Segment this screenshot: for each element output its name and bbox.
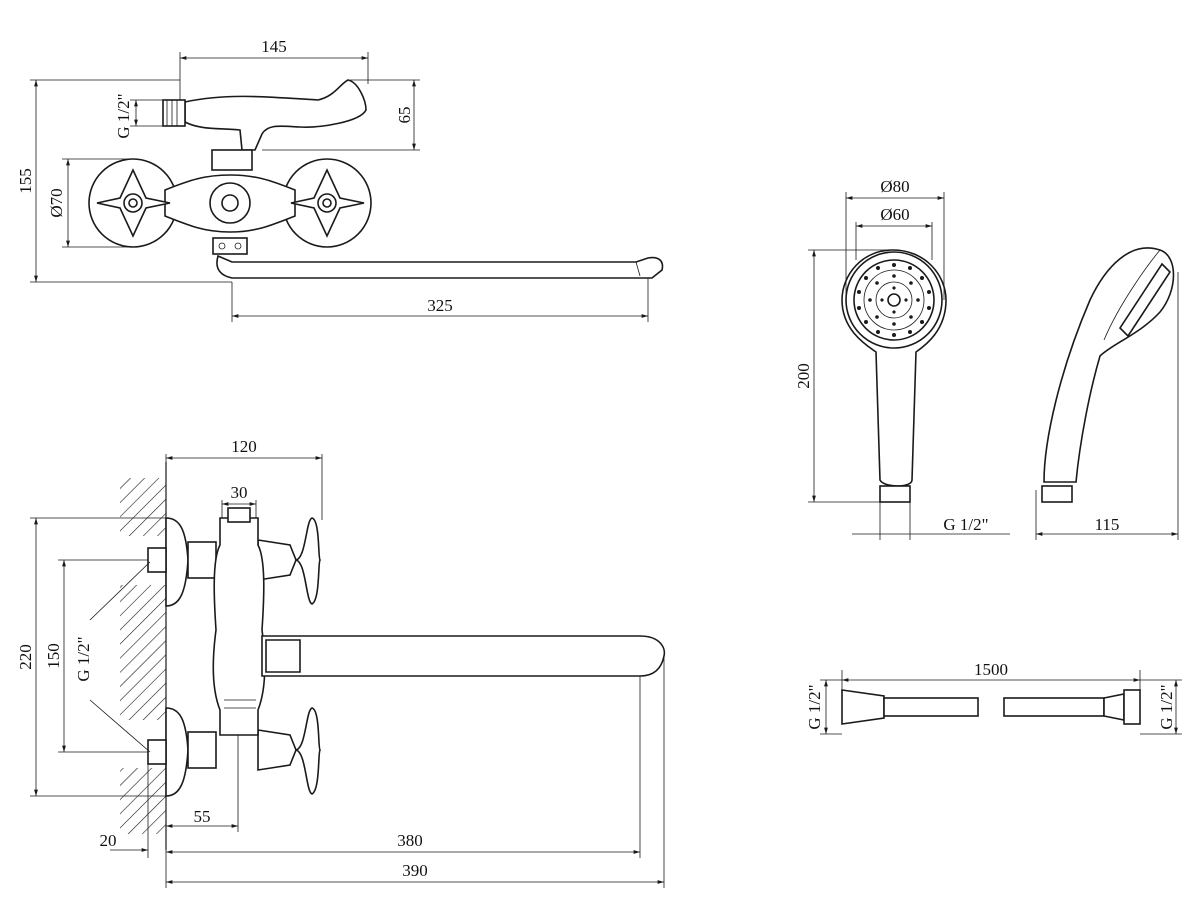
- shower-head-side: 115: [1035, 247, 1179, 540]
- hose-right-segment: [1003, 697, 1105, 717]
- dim-shower-side-width: 115: [1095, 515, 1120, 534]
- hose-right-nut: [1123, 689, 1141, 725]
- dim-hose-thread-left: G 1/2": [805, 684, 824, 729]
- shower-head-thread: [879, 485, 911, 503]
- dim-front-spout-length: 325: [427, 296, 453, 315]
- lower-inlet: [147, 739, 167, 765]
- dim-hose-length: 1500: [974, 660, 1008, 679]
- spray-nozzles: [857, 263, 931, 337]
- dim-front-width: 145: [261, 37, 287, 56]
- hose-left-segment: [883, 697, 979, 717]
- dim-side-inlet-thread: G 1/2": [74, 636, 93, 681]
- lever-handle: [184, 79, 367, 151]
- dim-side-wall-offset: 20: [100, 831, 117, 850]
- valve-column: [211, 149, 253, 171]
- left-cross-handle: [96, 168, 171, 238]
- dim-front-disk-diameter: Ø70: [47, 188, 66, 217]
- upper-wall-flange: [165, 517, 189, 607]
- wall-hatch-middle: [120, 585, 166, 720]
- dim-side-overall-reach: 390: [402, 861, 428, 880]
- dim-hose-thread-right: G 1/2": [1157, 684, 1176, 729]
- side-view: 120 30 220 150 G 1/2" 55 20 380 390: [16, 437, 666, 888]
- hose-left-nut: [841, 689, 885, 725]
- side-nozzle-ridge: [1118, 262, 1172, 338]
- dim-side-spout-reach: 380: [397, 831, 423, 850]
- mixer-body-side: [212, 517, 266, 736]
- lower-side-handle: [295, 707, 322, 795]
- upper-side-handle: [295, 517, 322, 605]
- dim-shower-length: 200: [794, 363, 813, 389]
- inlet-stub: [162, 99, 186, 127]
- dim-shower-thread: G 1/2": [943, 515, 988, 534]
- dim-side-total-height: 220: [16, 644, 35, 670]
- upper-inlet: [147, 547, 167, 573]
- front-view: 145 65 155 Ø70 G 1/2" 325: [16, 37, 664, 322]
- shower-head-front: Ø80 Ø60 200 G 1/2": [794, 177, 1010, 540]
- dim-side-body-width: 30: [231, 483, 248, 502]
- dim-shower-inner-diameter: Ø60: [880, 205, 909, 224]
- spout: [216, 254, 664, 279]
- hose-right-cone: [1103, 693, 1125, 721]
- dim-front-handle-height: 65: [395, 107, 414, 124]
- dim-side-depth: 120: [231, 437, 257, 456]
- diverter: [212, 237, 248, 255]
- spout-side: [261, 635, 666, 677]
- shower-hose: 1500 G 1/2" G 1/2": [805, 660, 1182, 735]
- dim-side-inlet-height: 150: [44, 643, 63, 669]
- right-cross-handle: [290, 168, 365, 238]
- dim-front-inlet-thread: G 1/2": [114, 93, 133, 138]
- lower-wall-flange: [165, 707, 189, 797]
- dim-shower-outer-diameter: Ø80: [880, 177, 909, 196]
- wall-hatch-bottom: [120, 768, 166, 834]
- dim-side-valve-offset: 55: [194, 807, 211, 826]
- wall-hatch-top: [120, 478, 166, 536]
- dim-front-total-height: 155: [16, 168, 35, 194]
